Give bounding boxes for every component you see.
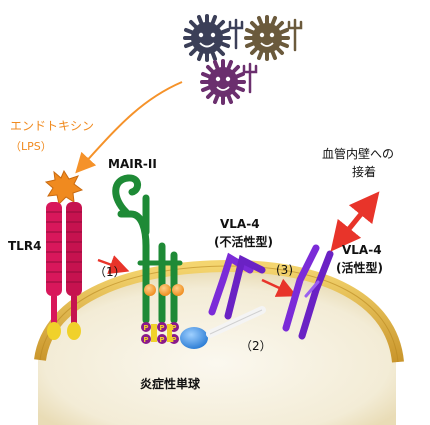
step2-label: （2） <box>240 339 272 353</box>
p-label: P <box>159 324 164 332</box>
tlr4-label: TLR4 <box>8 239 41 253</box>
adhesion-label-line1: 血管内壁への <box>322 146 394 161</box>
p-label: P <box>171 336 176 344</box>
vla4-inactive-state: (不活性型) <box>214 234 273 249</box>
tlr4-receptor <box>46 202 82 340</box>
step3-arrow <box>261 278 298 297</box>
bacteria-icon <box>183 14 303 105</box>
membrane-adaptor-balls <box>144 284 184 296</box>
mair-ii-receptor <box>112 174 183 324</box>
vla4-inactive-name: VLA-4 <box>220 217 260 231</box>
p-label: P <box>143 336 148 344</box>
p-label: P <box>171 324 176 332</box>
vla4-active-name: VLA-4 <box>342 243 382 257</box>
step1-arrow <box>97 255 130 274</box>
lps-label: （LPS） <box>10 140 52 153</box>
vla4-inactive <box>208 252 266 320</box>
p-label: P <box>143 324 148 332</box>
phosphorylation-sites <box>141 322 179 344</box>
signaling-molecule <box>180 327 208 349</box>
p-label: P <box>159 336 164 344</box>
step3-label: (3) <box>276 263 293 277</box>
vla4-active-state: (活性型) <box>336 260 383 275</box>
endotoxin-release-arrow <box>75 81 183 174</box>
adhesion-label-line2: 接着 <box>352 164 376 179</box>
double-arrow-icon <box>330 191 380 252</box>
vla4-active <box>282 244 334 340</box>
step1-label: （1） <box>94 265 126 279</box>
endotoxin-star-icon <box>44 169 84 205</box>
mair-label: MAIR-II <box>108 157 157 171</box>
cell-label: 炎症性単球 <box>140 376 201 391</box>
endotoxin-label: エンドトキシン <box>10 119 94 133</box>
